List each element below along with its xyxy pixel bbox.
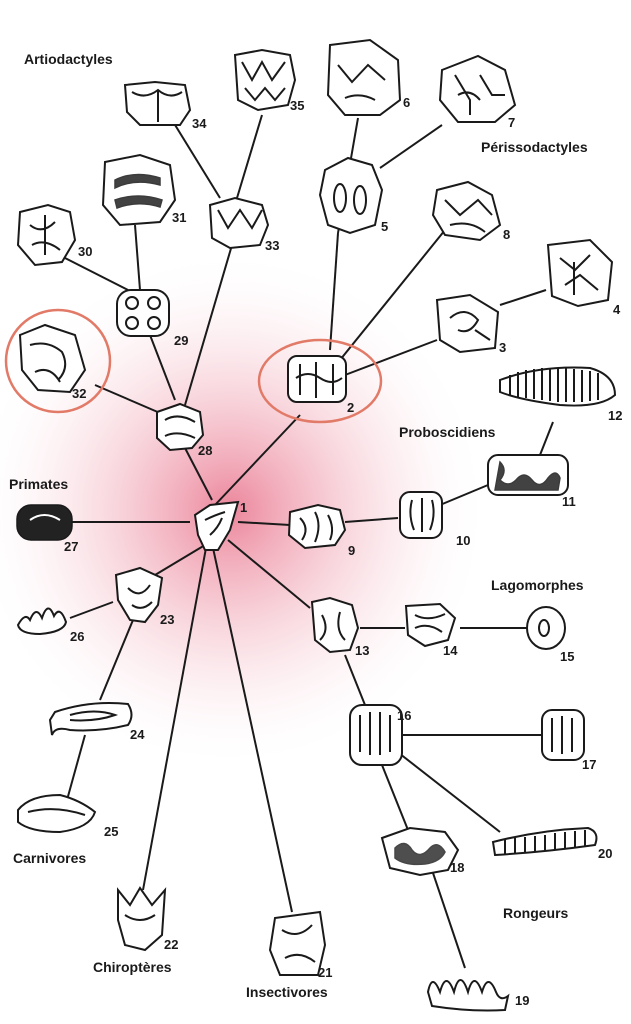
tooth-14 — [404, 602, 457, 648]
tooth-29 — [116, 289, 170, 337]
tooth-34 — [123, 80, 192, 126]
highlight-ring-32 — [4, 308, 112, 414]
tooth-number-17: 17 — [582, 757, 596, 772]
tooth-number-34: 34 — [192, 116, 207, 131]
tooth-number-23: 23 — [160, 612, 174, 627]
tooth-2 — [287, 355, 347, 403]
tooth-number-24: 24 — [130, 727, 145, 742]
tooth-number-8: 8 — [503, 227, 510, 242]
tooth-number-6: 6 — [403, 95, 410, 110]
tooth-number-29: 29 — [174, 333, 188, 348]
tooth-number-11: 11 — [562, 494, 576, 509]
tooth-number-32: 32 — [72, 386, 86, 401]
tooth-number-31: 31 — [172, 210, 186, 225]
tooth-16 — [349, 704, 403, 766]
tooth-21 — [268, 910, 327, 976]
tooth-8 — [431, 180, 502, 242]
tooth-28 — [156, 402, 205, 452]
tooth-1 — [193, 500, 240, 551]
group-label-proboscidiens: Proboscidiens — [399, 424, 496, 440]
tooth-24 — [48, 702, 133, 736]
tooth-number-20: 20 — [598, 846, 612, 861]
tooth-17 — [541, 709, 585, 761]
tooth-13 — [310, 596, 360, 654]
group-label-perissodactyles: Périssodactyles — [481, 139, 588, 155]
tooth-15 — [526, 606, 566, 650]
highlight-ring-2 — [257, 338, 383, 424]
tooth-number-2: 2 — [347, 400, 354, 415]
tooth-number-16: 16 — [397, 708, 411, 723]
tooth-30 — [16, 203, 77, 267]
tooth-number-25: 25 — [104, 824, 118, 839]
group-label-lagomorphes: Lagomorphes — [491, 577, 584, 593]
tooth-22 — [117, 886, 167, 952]
tooth-33 — [208, 196, 270, 250]
tooth-number-35: 35 — [290, 98, 304, 113]
tooth-number-28: 28 — [198, 443, 212, 458]
group-label-insectivores: Insectivores — [246, 984, 328, 1000]
tooth-31 — [101, 153, 177, 227]
tooth-number-33: 33 — [265, 238, 279, 253]
group-label-carnivores: Carnivores — [13, 850, 86, 866]
tooth-12 — [499, 366, 617, 407]
tooth-27 — [16, 504, 73, 541]
tooth-number-13: 13 — [355, 643, 369, 658]
group-label-rongeurs: Rongeurs — [503, 905, 569, 921]
tooth-6 — [326, 38, 402, 116]
tooth-number-19: 19 — [515, 993, 529, 1008]
tooth-9 — [287, 503, 347, 550]
tooth-number-22: 22 — [164, 937, 178, 952]
tooth-7 — [438, 54, 517, 123]
group-label-chiropteres: Chiroptères — [93, 959, 172, 975]
tooth-number-10: 10 — [456, 533, 470, 548]
connection-lines — [64, 114, 554, 969]
tooth-number-30: 30 — [78, 244, 92, 259]
tooth-number-27: 27 — [64, 539, 78, 554]
tooth-35 — [233, 48, 297, 112]
tooth-number-3: 3 — [499, 340, 506, 355]
group-label-primates: Primates — [9, 476, 68, 492]
tooth-number-21: 21 — [318, 965, 332, 980]
tooth-4 — [546, 238, 614, 308]
tooth-number-14: 14 — [443, 643, 458, 658]
tooth-number-26: 26 — [70, 629, 84, 644]
tooth-18 — [380, 826, 460, 877]
tooth-26 — [16, 607, 68, 636]
tooth-number-18: 18 — [450, 860, 464, 875]
tooth-number-7: 7 — [508, 115, 515, 130]
tooth-11 — [487, 454, 569, 496]
tooth-number-12: 12 — [608, 408, 622, 423]
tooth-number-5: 5 — [381, 219, 388, 234]
tooth-number-4: 4 — [613, 302, 621, 317]
tooth-20 — [491, 826, 598, 857]
tooth-19 — [426, 979, 510, 1012]
tooth-10 — [399, 491, 443, 539]
tooth-32 — [18, 323, 87, 394]
tooth-number-15: 15 — [560, 649, 574, 664]
tooth-3 — [435, 293, 500, 354]
tooth-number-9: 9 — [348, 543, 355, 558]
radiation-glow — [0, 190, 545, 850]
tooth-25 — [17, 793, 97, 834]
tooth-5 — [318, 156, 384, 235]
tooth-number-1: 1 — [240, 500, 247, 515]
group-label-artiodactyles: Artiodactyles — [24, 51, 113, 67]
tooth-23 — [114, 566, 164, 624]
